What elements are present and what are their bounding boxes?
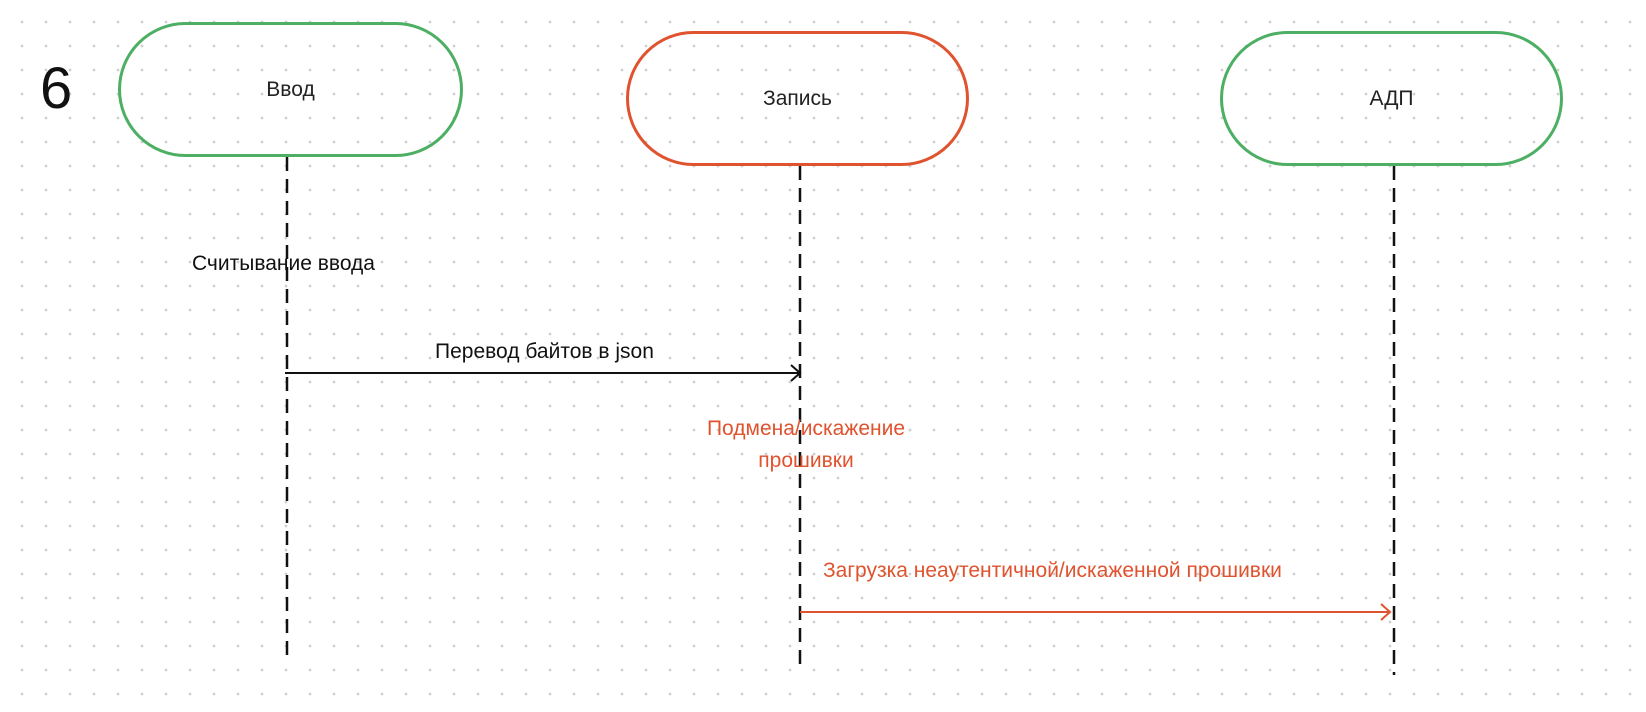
note-firmware-tamper-line1: Подмена/искажение — [706, 417, 906, 440]
lane-head-vvod[interactable]: Ввод — [118, 22, 463, 157]
message-label-2: Загрузка неаутентичной/искаженной прошив… — [823, 559, 1282, 582]
note-firmware-tamper-line2: прошивки — [758, 449, 854, 472]
lane-head-adp[interactable]: АДП — [1220, 31, 1563, 166]
message-label-1: Перевод байтов в json — [435, 340, 654, 363]
lane-label-vvod: Ввод — [266, 77, 315, 101]
note-firmware-tamper: Подмена/искажение прошивки — [676, 413, 936, 477]
lane-head-zapis[interactable]: Запись — [626, 31, 969, 166]
message-arrow-2[interactable] — [800, 603, 1392, 621]
note-read-input: Считывание ввода — [192, 252, 375, 275]
message-arrow-1[interactable] — [285, 364, 802, 382]
lane-label-adp: АДП — [1369, 86, 1414, 110]
lane-label-zapis: Запись — [763, 86, 832, 110]
step-number: 6 — [40, 56, 73, 121]
